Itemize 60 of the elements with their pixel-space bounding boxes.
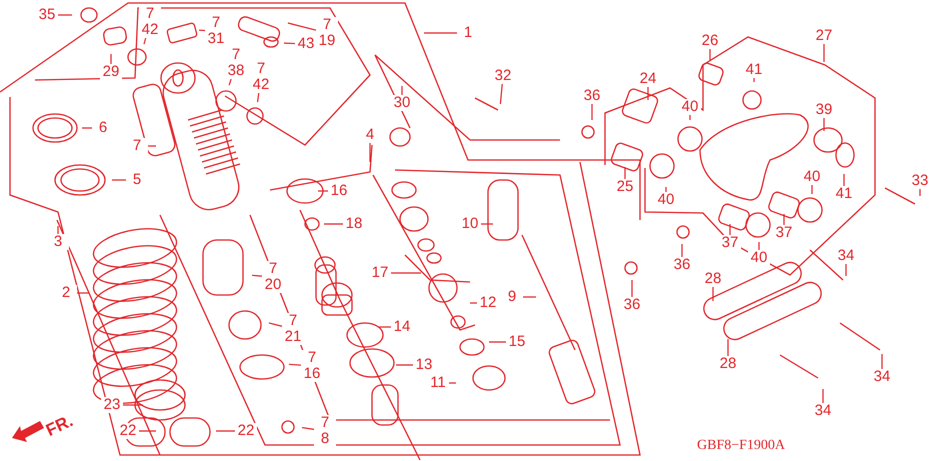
leader-line [631,280,633,297]
leader-line [318,190,328,192]
leader-line [143,38,146,44]
callout-number: 37 [719,235,741,251]
leader-line [523,296,536,298]
leader-line [729,224,731,235]
callout-number: 7 20 [262,261,284,293]
leader-line [139,430,156,432]
leader-line [110,54,112,64]
direction-label: FR. [43,411,76,441]
leader-line [77,292,89,294]
leader-line [481,223,493,225]
leader-line [288,22,316,31]
leader-line [712,287,714,301]
leader-line [288,364,302,366]
leader-line [82,127,92,129]
leader-line [198,30,206,32]
leader-line [379,326,391,328]
callout-number: 7 8 [314,415,336,447]
callout-number: 40 [748,250,770,266]
leader-line [823,44,825,62]
leader-line [881,354,883,369]
callout-number: 7 42 [250,61,272,93]
callout-number: 7 42 [139,6,161,38]
callout-number: 23 [101,397,123,413]
leader-line [284,42,296,44]
leader-line [424,32,457,34]
leader-line [624,167,626,179]
callout-number: 22 [117,423,139,439]
leader-line [681,244,683,257]
leader-line [709,49,711,60]
leader-line [843,174,845,186]
leader-line [268,322,282,327]
leader-line [302,427,314,430]
leader-line [324,223,343,225]
callout-number: 30 [391,95,413,111]
leader-line [216,430,235,432]
callout-number: 7 21 [282,313,304,345]
leader-line [252,274,262,277]
leader-line [123,404,143,406]
leader-line [391,272,421,274]
leader-line [647,87,649,100]
leader-line [228,78,232,86]
leader-line [112,179,126,181]
drawing-code: GBF8−F1900A [697,438,786,454]
leader-line [489,341,506,343]
leader-line [591,104,593,120]
leader-line [500,84,503,104]
leader-line [823,118,825,131]
leader-line [369,143,371,162]
leader-line [783,214,785,225]
leader-line [58,14,72,16]
leader-line [822,389,824,403]
leader-line [845,264,847,276]
callout-number: 7 38 [225,47,247,79]
callout-number: 29 [100,64,122,80]
leader-line [256,92,260,102]
leader-line [396,364,413,366]
leader-line [727,339,729,356]
callout-number: 7 16 [301,350,323,382]
